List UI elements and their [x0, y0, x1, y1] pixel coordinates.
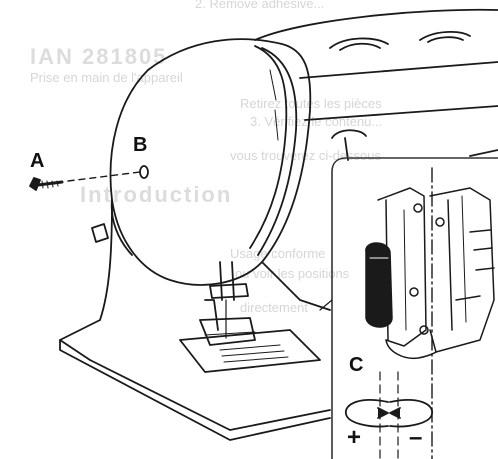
callout-label-b: B	[133, 134, 148, 156]
machine-arm	[254, 8, 498, 161]
tension-mechanism	[365, 187, 495, 360]
needle-assembly	[199, 261, 256, 346]
inset-detail-frame	[319, 157, 498, 459]
alignment-line	[67, 171, 141, 182]
screw-hole	[139, 165, 149, 179]
machine-base	[59, 199, 331, 441]
decrease-sign: –	[409, 424, 423, 451]
face-plate	[91, 38, 312, 286]
callout-label-a: A	[30, 150, 45, 172]
rotation-arrow	[345, 399, 433, 428]
increase-sign: +	[347, 424, 362, 451]
screw	[29, 177, 64, 191]
callout-label-c: C	[349, 354, 364, 376]
